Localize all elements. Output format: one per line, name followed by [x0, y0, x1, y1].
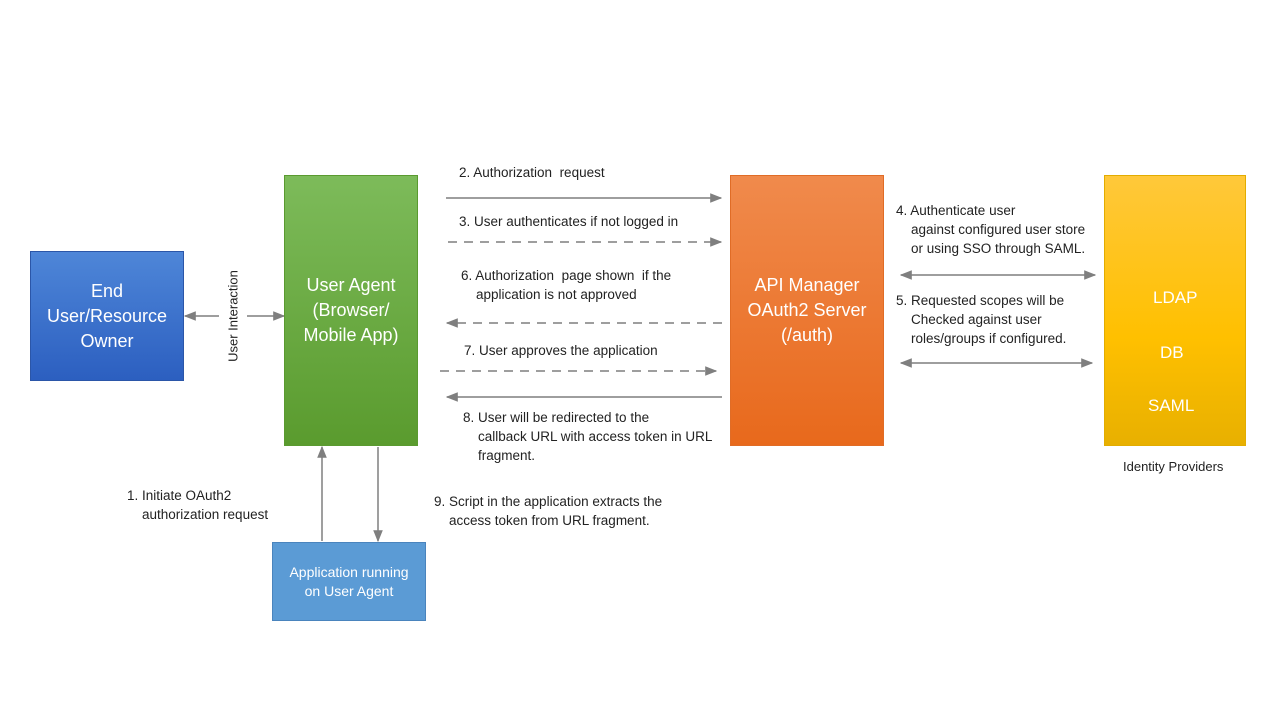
step2-label: 2. Authorization request	[459, 165, 605, 180]
step4-label: 4. Authenticate user against configured …	[896, 203, 1086, 256]
end-user-box: End User/Resource Owner	[30, 251, 184, 381]
identity-providers-caption: Identity Providers	[1123, 459, 1224, 474]
step1-label: 1. Initiate OAuth2 authorization request	[127, 488, 269, 522]
step6-label: 6. Authorization page shown if the appli…	[461, 268, 672, 302]
api-manager-box: API Manager OAuth2 Server (/auth)	[730, 175, 884, 446]
step5-label: 5. Requested scopes will be Checked agai…	[896, 293, 1067, 346]
user-agent-label: User Agent (Browser/ Mobile App)	[303, 275, 399, 345]
step9-label: 9. Script in the application extracts th…	[434, 494, 663, 528]
db-label: DB	[1160, 343, 1184, 362]
user-agent-box: User Agent (Browser/ Mobile App)	[284, 175, 418, 446]
api-manager-label: API Manager OAuth2 Server (/auth)	[747, 275, 867, 345]
step3-label: 3. User authenticates if not logged in	[459, 214, 679, 229]
user-interaction-label: User Interaction	[225, 270, 241, 362]
step8-label: 8. User will be redirected to the callba…	[463, 410, 713, 463]
end-user-label: End User/Resource Owner	[46, 280, 168, 351]
ldap-label: LDAP	[1153, 288, 1198, 307]
application-box: Application running on User Agent	[272, 542, 426, 621]
step7-label: 7. User approves the application	[464, 343, 658, 358]
application-label: Application running on User Agent	[289, 563, 409, 599]
saml-label: SAML	[1148, 396, 1195, 415]
identity-providers-box	[1104, 175, 1246, 446]
